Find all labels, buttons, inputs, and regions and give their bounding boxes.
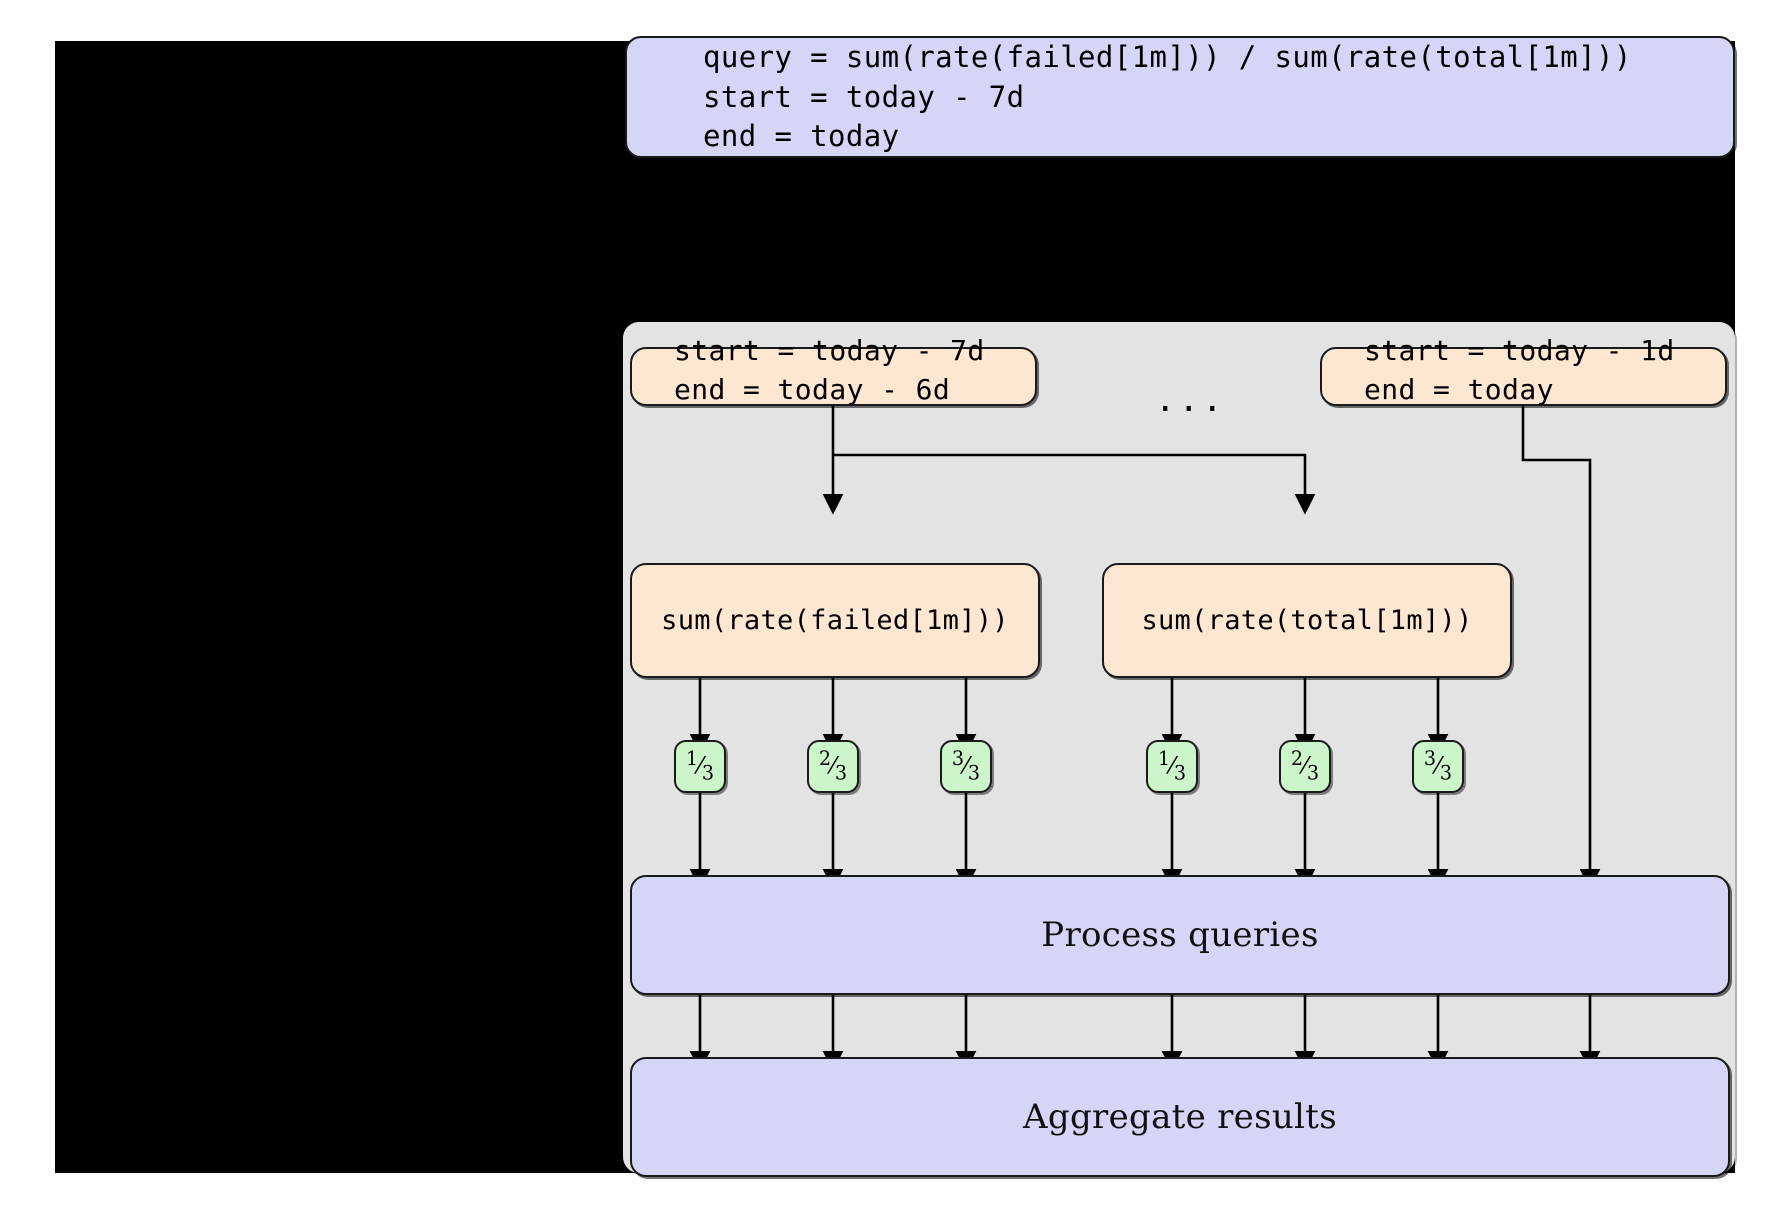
metric-total-label: sum(rate(total[1m])) <box>1141 605 1473 636</box>
shard-ellipsis: ... <box>1155 380 1226 420</box>
stage-aggregate-results: Aggregate results <box>630 1057 1730 1177</box>
page-chip-failed-1: 1⁄3 <box>674 740 726 793</box>
page-chip-total-1: 1⁄3 <box>1146 740 1198 793</box>
shard-range-first-start: start = today - 7d <box>674 334 985 368</box>
query-spec-line-3: end = today <box>703 119 900 154</box>
page-chip-fraction: 2⁄3 <box>1290 746 1320 785</box>
query-spec-line-2: start = today - 7d <box>703 79 1025 114</box>
shard-range-last-end: end = today <box>1364 372 1554 406</box>
page-chip-failed-3: 3⁄3 <box>940 740 992 793</box>
page-chip-total-3: 3⁄3 <box>1412 740 1464 793</box>
shard-range-last: start = today - 1d end = today <box>1320 334 1727 406</box>
page-chip-fraction: 3⁄3 <box>951 746 981 785</box>
page-chip-failed-2: 2⁄3 <box>807 740 859 793</box>
page-chip-total-2: 2⁄3 <box>1279 740 1331 793</box>
shard-range-last-start: start = today - 1d <box>1364 334 1675 368</box>
stage-process-queries: Process queries <box>630 875 1730 995</box>
stage-aggregate-results-label: Aggregate results <box>1023 1097 1337 1137</box>
page-chip-fraction: 1⁄3 <box>1157 746 1187 785</box>
shard-range-first-end: end = today - 6d <box>674 372 951 406</box>
page-chip-fraction: 3⁄3 <box>1423 746 1453 785</box>
page-chip-fraction: 2⁄3 <box>818 746 848 785</box>
metric-total-box: sum(rate(total[1m])) <box>1102 563 1512 678</box>
stage-process-queries-label: Process queries <box>1041 915 1319 955</box>
metric-failed-label: sum(rate(failed[1m])) <box>661 605 1009 636</box>
query-spec-line-1: query = sum(rate(failed[1m])) / sum(rate… <box>703 40 1632 75</box>
page-chip-fraction: 1⁄3 <box>685 746 715 785</box>
shard-range-first: start = today - 7d end = today - 6d <box>630 334 1037 406</box>
metric-failed-box: sum(rate(failed[1m])) <box>630 563 1040 678</box>
query-spec-box: query = sum(rate(failed[1m])) / sum(rate… <box>625 36 1735 158</box>
